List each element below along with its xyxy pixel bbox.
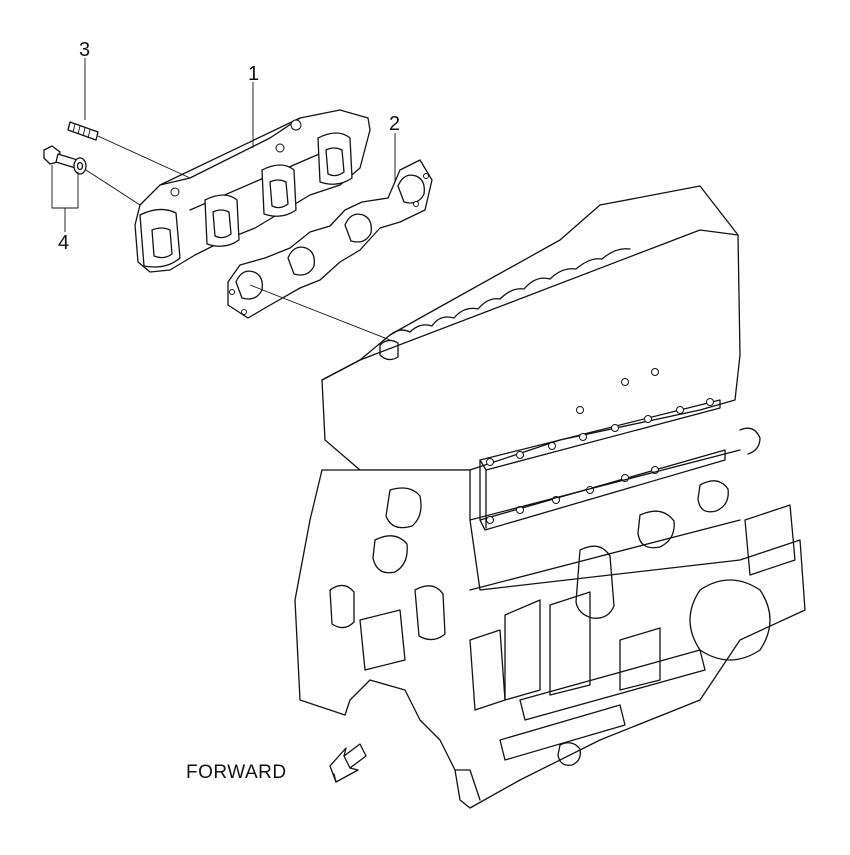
- head-bolts: [486, 368, 714, 524]
- callout-3: 3: [79, 39, 90, 61]
- callout-1: 1: [248, 63, 259, 85]
- leader-lines: [51, 58, 396, 341]
- engine-block: [294, 185, 806, 809]
- forward-label: FORWARD: [186, 762, 287, 783]
- callout-2: 2: [389, 113, 400, 135]
- exhaust-manifold-gasket: [227, 159, 433, 319]
- exhaust-manifold: [134, 109, 371, 273]
- callout-4: 4: [58, 232, 69, 254]
- bolt-and-washer: [43, 145, 87, 175]
- manifold-stud: [67, 121, 99, 141]
- forward-arrow-icon: [329, 743, 367, 783]
